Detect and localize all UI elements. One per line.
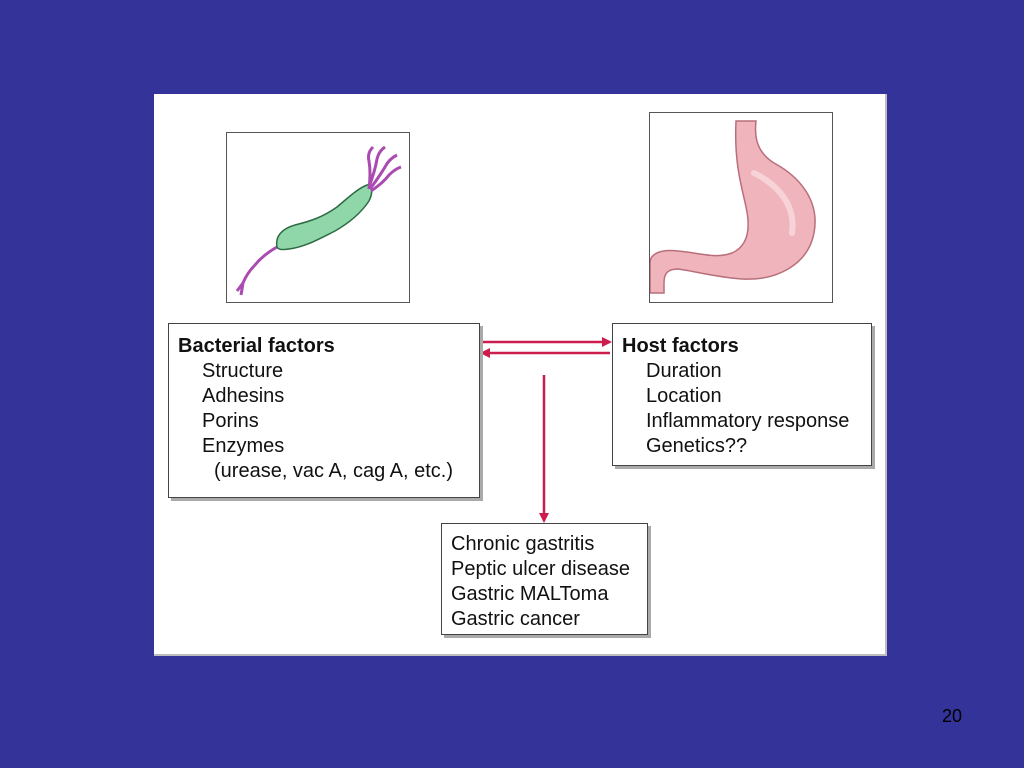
- bacterial-factor-sub-item: (urease, vac A, cag A, etc.): [214, 460, 454, 482]
- host-factor-item: Duration: [646, 360, 722, 382]
- stomach-image-box: [649, 112, 833, 303]
- bacterial-factor-item: Structure: [202, 360, 284, 382]
- bacterial-factors-box: Bacterial factors Structure Adhesins Por…: [168, 323, 480, 498]
- host-factors-box: Host factors Duration Location Inflammat…: [612, 323, 872, 466]
- host-factor-item: Location: [646, 385, 722, 407]
- outcome-item: Chronic gastritis: [451, 533, 595, 555]
- host-factor-item: Genetics??: [646, 435, 748, 457]
- bacterial-factor-item: Porins: [202, 410, 259, 432]
- outcomes-box: Chronic gastritis Peptic ulcer disease G…: [441, 523, 648, 635]
- outcome-item: Gastric MALToma: [451, 583, 609, 605]
- arrows-layer: [480, 337, 612, 523]
- host-factors-title: Host factors: [622, 335, 739, 357]
- diagram-panel: Bacterial factors Structure Adhesins Por…: [154, 94, 887, 656]
- bacterium-illustration: [235, 145, 402, 296]
- bacterial-factor-item: Adhesins: [202, 385, 285, 407]
- slide-number: 20: [941, 706, 962, 726]
- stomach-illustration: [650, 120, 816, 294]
- outcome-item: Peptic ulcer disease: [451, 558, 630, 580]
- bacterial-factors-title: Bacterial factors: [178, 335, 335, 357]
- bacterial-factor-item: Enzymes: [202, 435, 285, 457]
- bacterium-image-box: [226, 132, 410, 303]
- host-factor-item: Inflammatory response: [646, 410, 850, 432]
- outcome-item: Gastric cancer: [451, 608, 580, 630]
